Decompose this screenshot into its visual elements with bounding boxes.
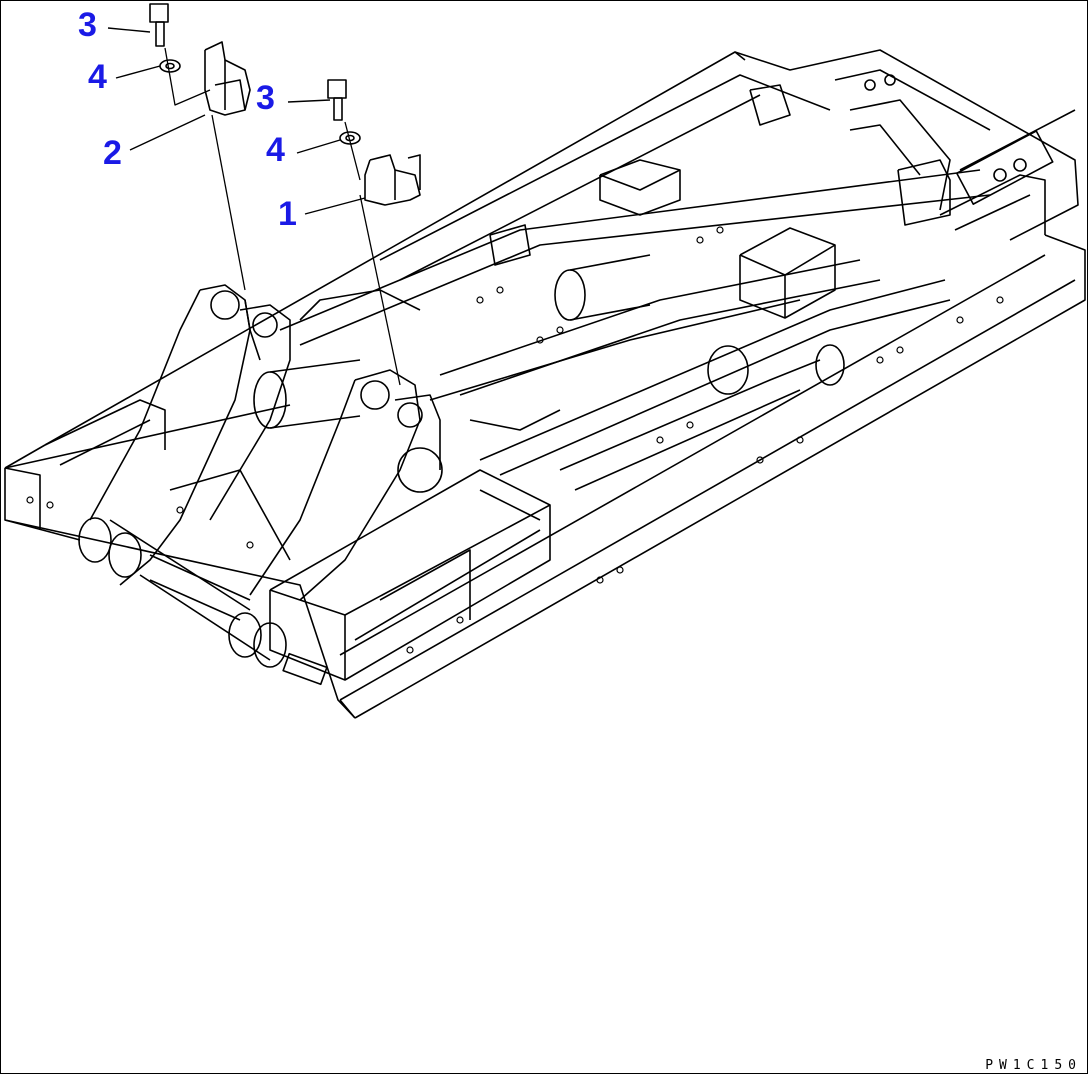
bolt-part-3-upper <box>149 3 169 47</box>
rear-crossmember <box>734 49 1079 241</box>
callout-3-lower: 3 <box>256 79 275 117</box>
loader-tower <box>89 284 443 601</box>
washer-part-4-upper <box>159 59 181 73</box>
frame-boxes <box>489 84 951 319</box>
hinge-pins <box>78 517 287 668</box>
inner-members <box>279 74 991 491</box>
bracket-part-1 <box>364 154 421 206</box>
right-side-rail <box>339 234 1086 719</box>
callout-2: 2 <box>103 134 122 172</box>
cross-tubes <box>253 254 845 429</box>
callout-4-upper: 4 <box>88 58 107 96</box>
bracket-part-2 <box>204 41 251 116</box>
callout-4-lower: 4 <box>266 131 285 169</box>
front-left-crossmember <box>4 399 291 621</box>
leader-lines <box>107 27 366 215</box>
bolt-part-3-lower <box>327 79 347 121</box>
drawing-code: PW1C150 <box>985 1058 1082 1073</box>
frame-holes <box>26 226 1004 654</box>
callout-1: 1 <box>278 195 297 233</box>
front-counterweight-box <box>269 469 551 686</box>
assembly-lines <box>164 47 401 386</box>
callout-3-upper: 3 <box>78 6 97 44</box>
